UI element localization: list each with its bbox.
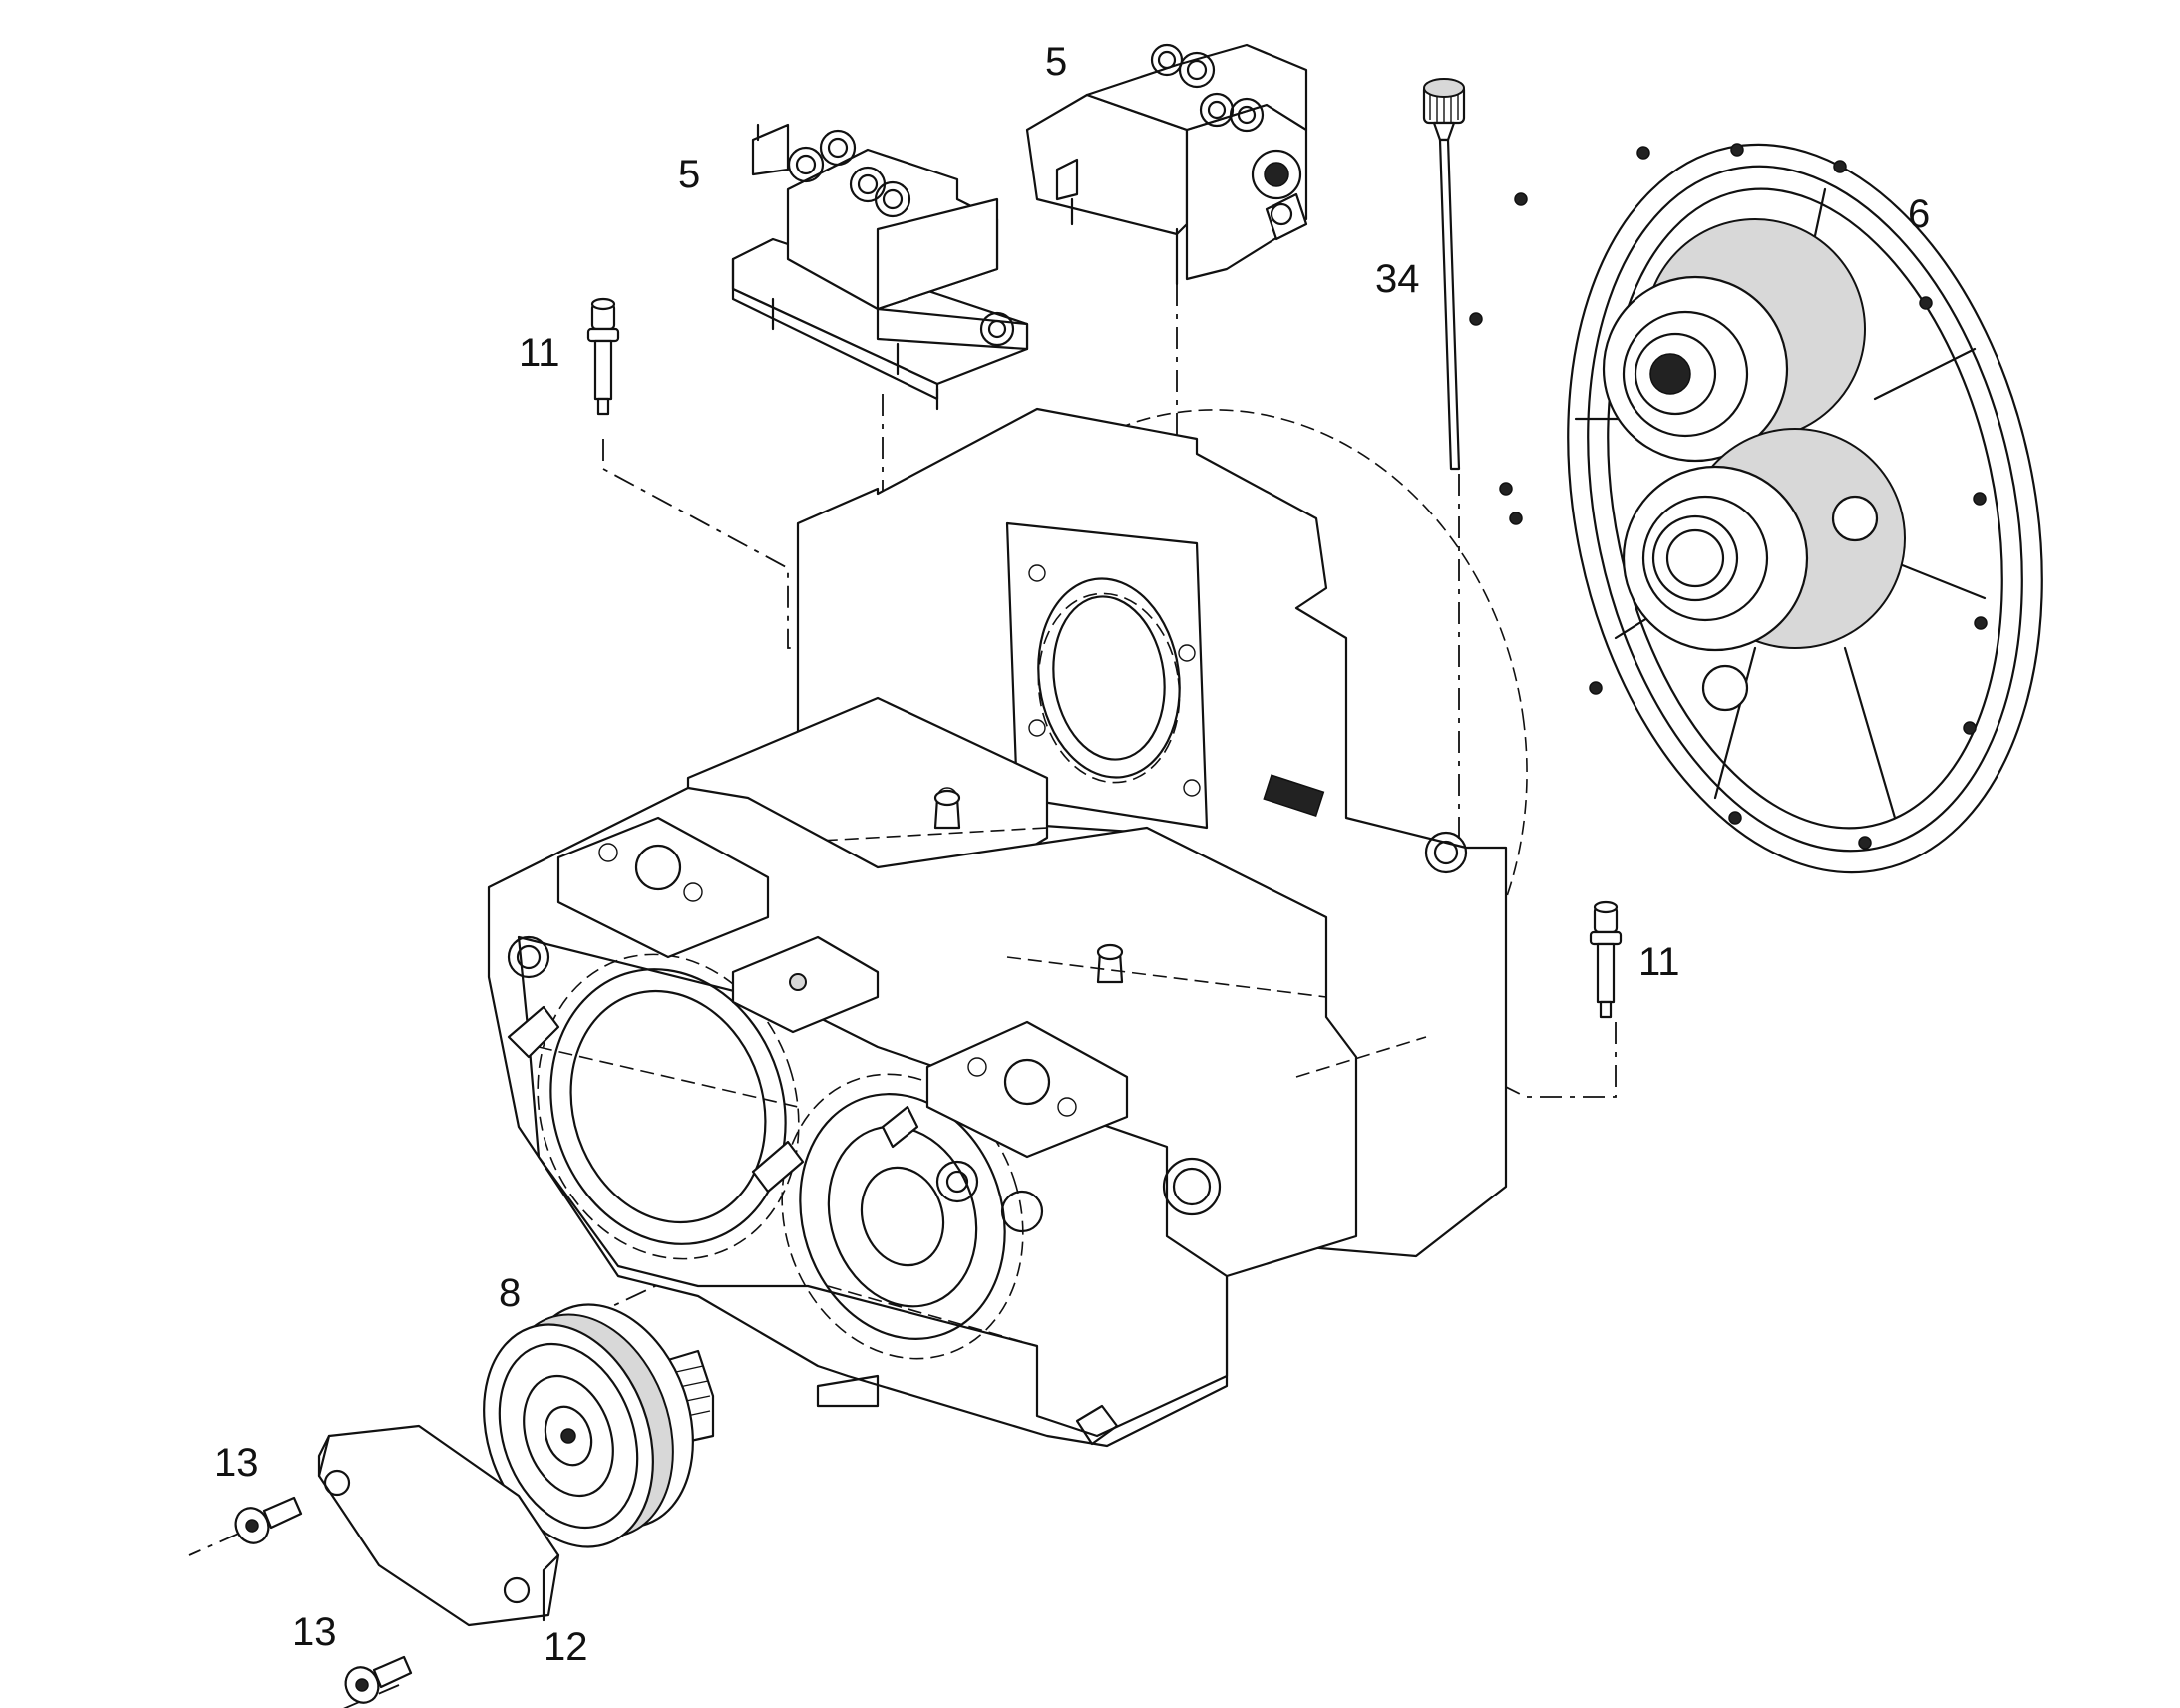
stud-left xyxy=(586,297,620,416)
transmission-housing xyxy=(487,407,1528,1448)
stud-right xyxy=(1589,900,1623,1019)
callout-screw-upper: 13 xyxy=(214,1441,259,1485)
control-valve-left xyxy=(731,123,1029,411)
dipstick xyxy=(1422,78,1466,471)
callout-labels: 5 5 6 34 11 11 8 13 13 12 xyxy=(214,40,1930,1669)
callout-cover-plate: 6 xyxy=(1908,192,1930,236)
callout-valve-right: 5 xyxy=(1045,40,1067,84)
callout-screw-lower: 13 xyxy=(292,1610,337,1654)
callout-stud-left: 11 xyxy=(519,331,560,375)
callout-valve-left: 5 xyxy=(678,153,700,196)
callout-stud-right: 11 xyxy=(1638,940,1680,984)
blind-plate xyxy=(317,1424,560,1627)
screw-lower xyxy=(344,1655,413,1704)
callout-dipstick: 34 xyxy=(1375,257,1420,301)
callout-blind-plate: 12 xyxy=(544,1625,588,1669)
screw-upper xyxy=(234,1496,303,1544)
callout-pump-drive: 8 xyxy=(499,1271,521,1315)
gear-cover-flange xyxy=(1469,143,2043,874)
pump-drive-unit xyxy=(483,1303,715,1548)
control-valve-right xyxy=(1025,43,1308,286)
